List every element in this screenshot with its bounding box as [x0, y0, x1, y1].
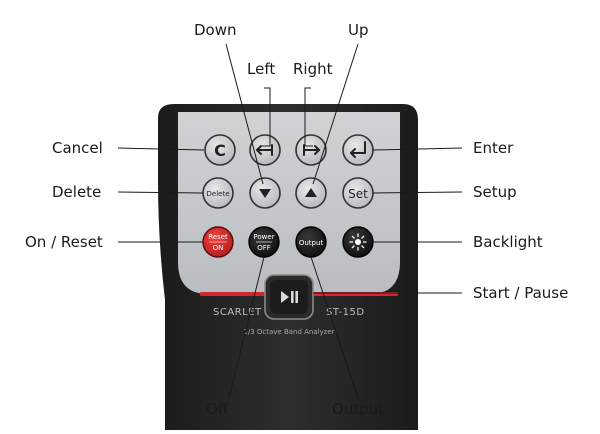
callout-start-pause: Start / Pause	[473, 284, 569, 302]
reset-key-label: Reset	[208, 233, 228, 241]
leader-right	[304, 87, 313, 147]
callout-off: Off	[206, 400, 229, 418]
play-pause-icon	[281, 291, 298, 303]
arrow-left-icon	[256, 144, 273, 156]
leader-output	[310, 256, 359, 399]
callout-setup: Setup	[473, 183, 517, 201]
start-pause-button[interactable]	[264, 274, 314, 320]
cancel-button[interactable]: C	[204, 134, 236, 166]
enter-return-icon	[350, 141, 366, 158]
delete-button[interactable]: Delete	[202, 177, 234, 209]
leader-delete	[117, 191, 204, 194]
leader-cancel	[117, 147, 205, 151]
arrow-right-icon	[303, 144, 320, 156]
cancel-c-icon: C	[214, 141, 226, 160]
right-button[interactable]	[295, 134, 327, 166]
leader-lines	[117, 43, 463, 399]
setup-key-label: Set	[348, 187, 368, 201]
callout-backlight: Backlight	[473, 233, 543, 251]
callout-on-reset: On / Reset	[25, 233, 103, 251]
leader-off	[228, 256, 265, 399]
power-key-label: Power	[253, 233, 274, 241]
output-button[interactable]: Output	[295, 226, 327, 258]
triangle-down-icon	[259, 189, 271, 198]
reset-on-button[interactable]: Reset ON	[202, 226, 234, 258]
leader-enter	[372, 147, 463, 151]
leader-up	[312, 43, 359, 185]
backlight-button[interactable]	[342, 226, 374, 258]
on-key-label: ON	[213, 244, 224, 252]
triangle-up-icon	[305, 188, 317, 197]
setup-button[interactable]: Set	[342, 177, 374, 209]
brand-label: SCARLET	[213, 307, 262, 318]
enter-button[interactable]	[342, 134, 374, 166]
callout-cancel: Cancel	[52, 139, 103, 157]
callout-output: Output	[332, 400, 385, 418]
callout-down: Down	[194, 21, 237, 39]
leader-setup	[372, 191, 463, 194]
power-off-button[interactable]: Power OFF	[248, 226, 280, 258]
callout-enter: Enter	[473, 139, 514, 157]
leader-down	[225, 43, 264, 185]
callout-left: Left	[247, 60, 276, 78]
callout-delete: Delete	[52, 183, 102, 201]
output-key-label: Output	[299, 239, 324, 247]
leader-left	[262, 87, 271, 147]
left-button[interactable]	[249, 134, 281, 166]
sun-backlight-icon	[349, 233, 367, 251]
model-label: ST-15D	[326, 307, 365, 318]
subtitle-label: 1/3 Octave Band Analyzer	[243, 328, 334, 336]
down-button[interactable]	[249, 177, 281, 209]
callout-up: Up	[348, 21, 369, 39]
delete-key-label: Delete	[207, 190, 230, 198]
callout-right: Right	[293, 60, 333, 78]
up-button[interactable]	[295, 177, 327, 209]
off-key-label: OFF	[257, 244, 271, 252]
